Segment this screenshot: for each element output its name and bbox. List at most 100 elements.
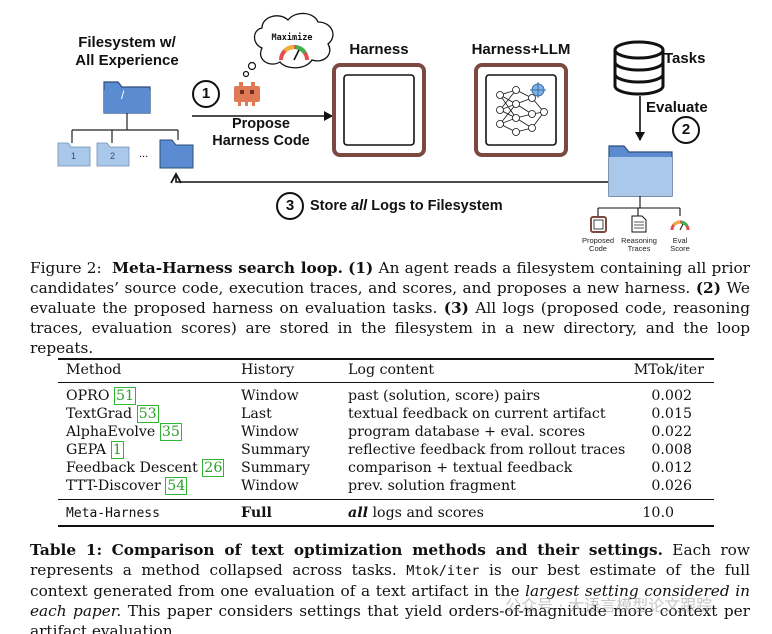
table-caption-text3: This paper considers settings that yield… [30, 602, 750, 634]
thought-text: Maximize [271, 33, 313, 43]
figure-caption-step3-text: All logs (proposed code, reasoning trace… [30, 299, 750, 357]
table-row-mtok: 0.012 [651, 460, 692, 476]
table-row-log: program database + eval. scores [348, 424, 586, 440]
table-row-mtok: 0.026 [651, 478, 692, 494]
new-folder-icon [159, 139, 194, 169]
score-gauge-icon [670, 220, 690, 231]
citation-number: 26 [204, 460, 223, 476]
log-item-line2: Traces [627, 244, 651, 253]
log-item-line1: Reasoning [621, 236, 657, 245]
harness-llm-label: Harness+LLM [471, 41, 571, 58]
table-caption-label: Table 1: [30, 541, 103, 559]
method-name: OPRO [66, 388, 110, 404]
figure-caption-step2-num: (2) [695, 279, 721, 297]
meta-harness-history: Full [241, 505, 272, 521]
table-row-history: Window [241, 388, 299, 404]
folder-tree-lines [71, 113, 179, 143]
citation-link[interactable]: 51 [114, 387, 137, 405]
step1-circle [192, 80, 220, 108]
citation-number: 35 [161, 424, 180, 440]
document-icon [631, 215, 647, 233]
table-bottom-rule [58, 525, 714, 527]
method-name: AlphaEvolve [66, 424, 156, 440]
store-logs-label: Store all Logs to Filesystem [310, 197, 503, 215]
table-row-method: Feedback Descent 26 [66, 459, 225, 477]
table-row-method: GEPA 1 [66, 441, 124, 459]
table-row-log: comparison + textual feedback [348, 460, 573, 476]
citation-link[interactable]: 1 [110, 441, 124, 459]
table-header-mtok: MTok/iter [633, 362, 704, 378]
tasks-database-icon [613, 40, 665, 96]
meta-harness-mtok: 10.0 [642, 505, 674, 521]
table-row-mtok: 0.015 [651, 406, 692, 422]
table-caption-text2: is our best estimate of the full context… [30, 561, 750, 600]
store-logs-pre: Store [310, 198, 352, 214]
child-folder-2-icon [96, 142, 130, 167]
store-logs-arrow [170, 172, 608, 184]
table-row-method: TextGrad 53 [66, 405, 159, 423]
log-item-line2: Code [589, 244, 607, 253]
figure-caption: Figure 2: Meta-Harness search loop. (1) … [30, 258, 750, 358]
table-caption-code: Mtok/iter [406, 563, 480, 579]
propose-label-line1: Propose [231, 116, 290, 132]
llm-sparkle-icon [530, 82, 546, 98]
child-ellipsis: ... [139, 148, 149, 160]
citation-number: 51 [116, 388, 135, 404]
harness-llm-box [474, 63, 568, 157]
citation-link[interactable]: 53 [136, 405, 159, 423]
evaluate-label: Evaluate [646, 99, 708, 116]
log-item-eval-score: Eval Score [660, 237, 700, 253]
log-item-reasoning-traces: Reasoning Traces [617, 237, 661, 253]
root-folder-text: / [121, 88, 125, 102]
table-row-log: past (solution, score) pairs [348, 388, 541, 404]
figure-caption-step1-num: (1) [348, 259, 374, 277]
harness-box [332, 63, 426, 157]
child-folder-1-text: 1 [71, 151, 77, 161]
table-row-mtok: 0.022 [651, 424, 692, 440]
propose-label: Propose Harness Code [196, 116, 326, 150]
meta-harness-log-italic: all [348, 505, 368, 521]
table-row-method: OPRO 51 [66, 387, 137, 405]
gauge-icon [279, 45, 309, 61]
citation-number: 54 [167, 478, 186, 494]
citation-link[interactable]: 26 [202, 459, 225, 477]
table-row-log: textual feedback on current artifact [348, 406, 606, 422]
store-logs-post: Logs to Filesystem [367, 198, 503, 214]
step1-number: 1 [201, 85, 211, 102]
figure-caption-title: Meta-Harness search loop. [112, 259, 343, 277]
log-items-bracket [597, 196, 681, 216]
table-caption-title: Comparison of text optimization methods … [111, 541, 663, 559]
table-row-log: reflective feedback from rollout traces [348, 442, 626, 458]
table-row-history: Window [241, 478, 299, 494]
filesystem-label-line1: Filesystem w/ [78, 34, 176, 51]
table-row-method: TTT-Discover 54 [66, 477, 188, 495]
table-mid-rule [58, 499, 714, 500]
step3-number: 3 [285, 197, 295, 214]
eval-folder-icon [608, 145, 673, 197]
citation-number: 53 [138, 406, 157, 422]
citation-link[interactable]: 35 [159, 423, 182, 441]
table-row-history: Summary [241, 460, 311, 476]
log-item-proposed-code: Proposed Code [576, 237, 620, 253]
filesystem-label-line2: All Experience [75, 52, 179, 69]
meta-harness-method: Meta-Harness [66, 506, 160, 521]
meta-harness-log-rest: logs and scores [367, 505, 484, 521]
log-item-line2: Score [670, 244, 690, 253]
neural-network-icon [496, 86, 548, 136]
step2-number: 2 [681, 121, 691, 138]
harness-label: Harness [349, 41, 409, 58]
citation-number: 1 [112, 442, 122, 458]
citation-link[interactable]: 54 [165, 477, 188, 495]
figure-2: Filesystem w/ All Experience / 1 2 ... 1… [0, 0, 772, 258]
method-name: Feedback Descent [66, 460, 198, 476]
table-top-rule [58, 358, 714, 360]
table-row-mtok: 0.002 [651, 388, 692, 404]
child-folder-1-icon [57, 142, 91, 167]
table-row-history: Summary [241, 442, 311, 458]
step2-circle [672, 116, 700, 144]
figure-caption-step1-text: An agent reads a filesystem containing a… [30, 259, 750, 297]
table-header-rule [58, 382, 714, 383]
figure-caption-step3-num: (3) [443, 299, 469, 317]
step3-circle [276, 192, 304, 220]
filesystem-label: Filesystem w/ All Experience [62, 34, 192, 70]
